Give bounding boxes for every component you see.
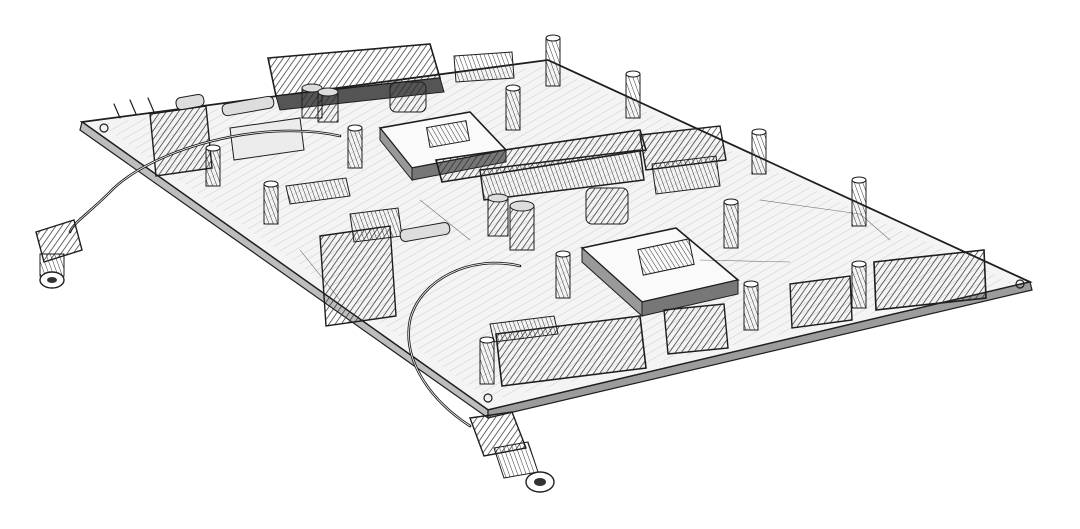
coax-cable-left <box>35 129 342 289</box>
left-connectors <box>149 105 397 327</box>
pcb-traces <box>299 199 891 301</box>
standoffs <box>205 34 867 385</box>
sma-connector-bottom <box>469 411 555 493</box>
coax-cable-bottom <box>407 261 555 493</box>
small-components <box>113 51 721 343</box>
sma-connector-left <box>35 219 83 289</box>
lower-module <box>580 227 740 318</box>
capacitors <box>301 81 629 251</box>
